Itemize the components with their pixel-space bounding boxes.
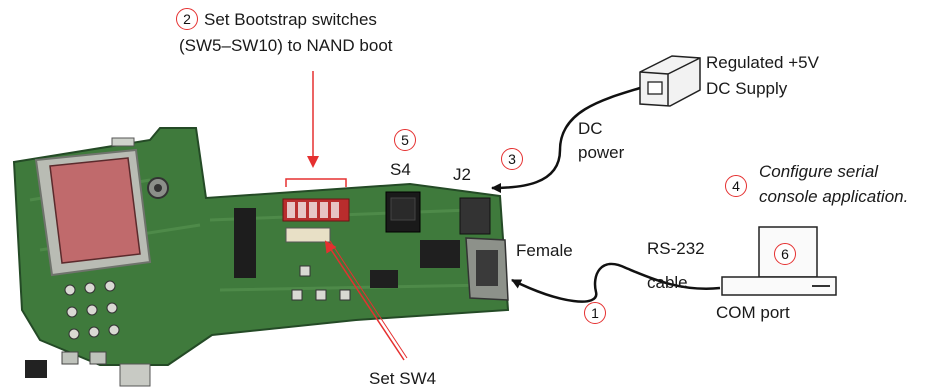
configure-label-line2: console application. bbox=[759, 187, 909, 206]
bootstrap-label-line2: (SW5–SW10) to NAND boot bbox=[179, 36, 393, 55]
dc-supply-box bbox=[639, 55, 701, 107]
bootstrap-bracket bbox=[285, 178, 347, 187]
dc-power-cable bbox=[491, 86, 641, 193]
supply-label-line2: DC Supply bbox=[706, 79, 788, 98]
rs232-label-line2: cable bbox=[647, 273, 688, 292]
step-1-marker: 1 bbox=[584, 302, 606, 324]
pin-header bbox=[234, 208, 256, 278]
configure-label-line1: Configure serial bbox=[759, 162, 879, 181]
dc-power-label-line1: DC bbox=[578, 119, 603, 138]
set-sw4-label: Set SW4 bbox=[369, 369, 437, 388]
dc-power-label-line2: power bbox=[578, 143, 625, 162]
dip-switches-sw5-sw10 bbox=[282, 198, 350, 222]
step-6-marker: 6 bbox=[774, 243, 796, 265]
sw4-arrow bbox=[324, 240, 405, 361]
step-4-marker: 4 bbox=[725, 175, 747, 197]
rs232-cable bbox=[511, 262, 721, 303]
bootstrap-label-line1: Set Bootstrap switches bbox=[204, 10, 377, 29]
keypad-buttons bbox=[64, 280, 120, 340]
com-port-label: COM port bbox=[716, 303, 790, 322]
s4-label: S4 bbox=[390, 160, 411, 179]
rs232-label-line1: RS-232 bbox=[647, 239, 705, 258]
step-2-marker: 2 bbox=[176, 8, 198, 30]
dc-jack-j2 bbox=[459, 197, 491, 235]
j2-label: J2 bbox=[453, 165, 471, 184]
dip-switch-sw4 bbox=[285, 227, 331, 243]
step-5-marker: 5 bbox=[394, 129, 416, 151]
female-label: Female bbox=[516, 241, 573, 260]
step-3-marker: 3 bbox=[501, 148, 523, 170]
supply-label-line1: Regulated +5V bbox=[706, 53, 819, 72]
lcd-screen bbox=[49, 157, 141, 264]
circuit-board bbox=[12, 127, 510, 387]
